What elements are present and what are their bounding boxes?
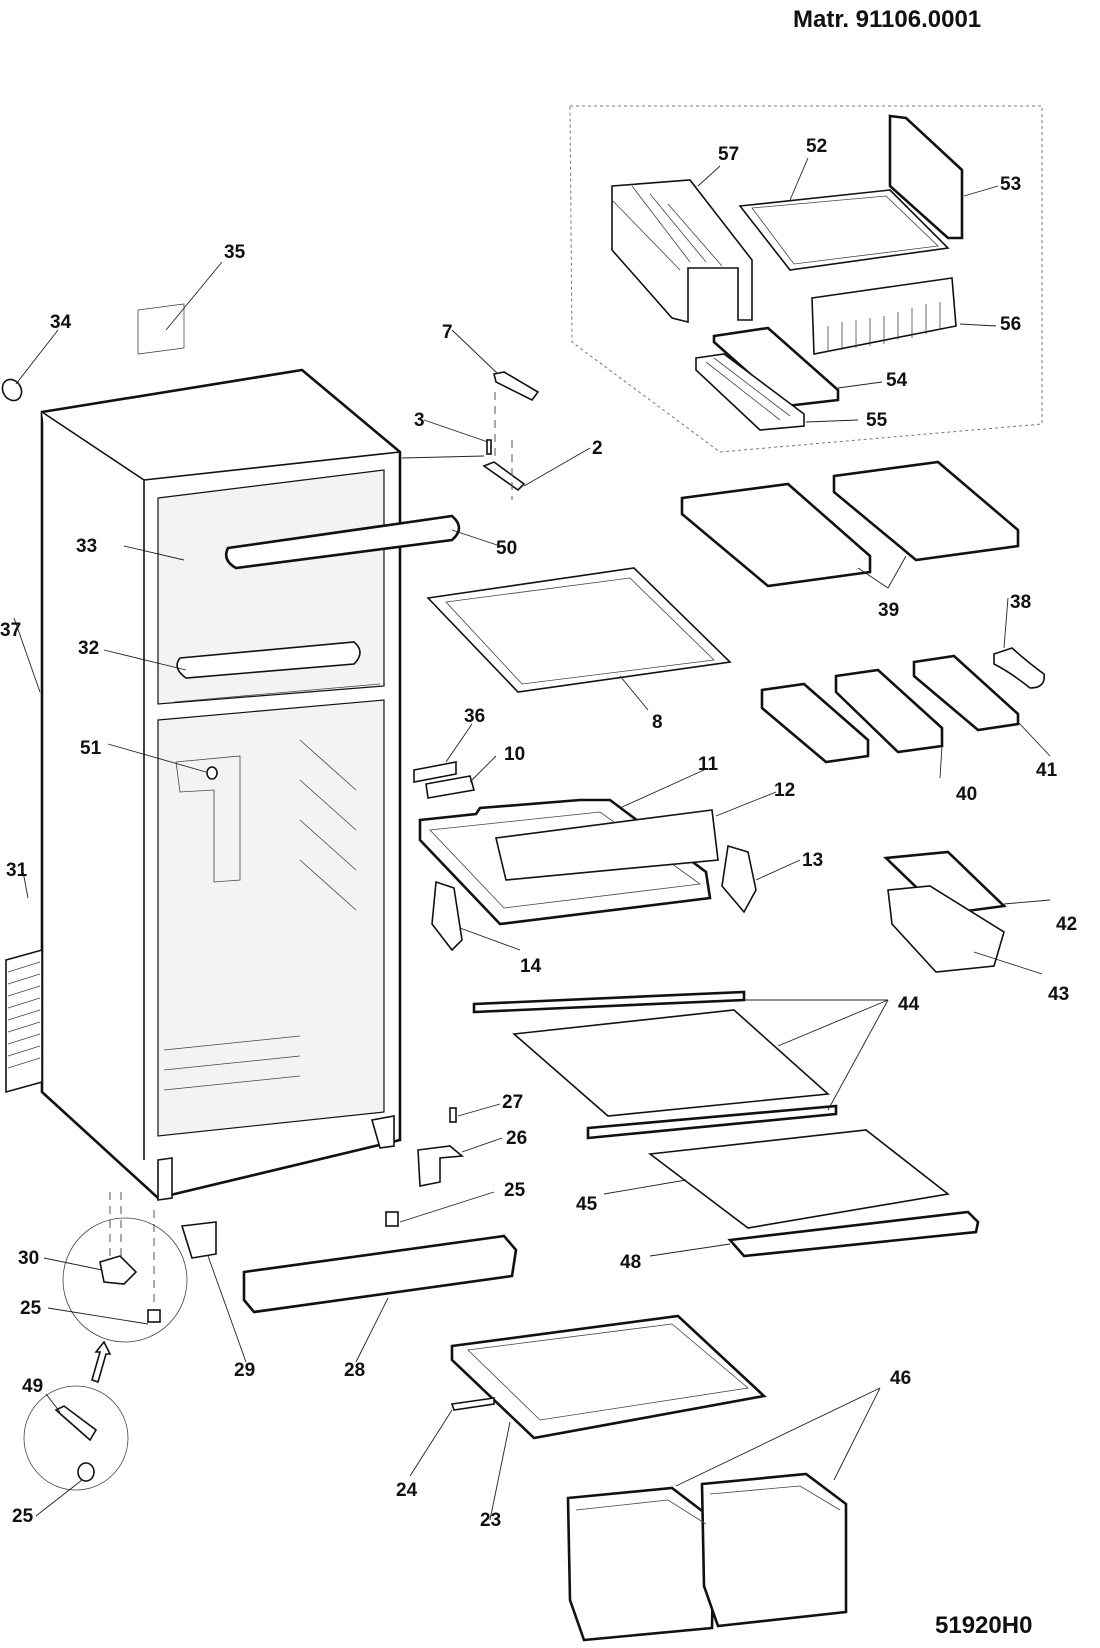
leader-lines bbox=[13, 157, 1051, 1521]
callout-57: 57 bbox=[718, 144, 739, 165]
part-52-freezer-shelf[interactable] bbox=[738, 189, 950, 271]
part-55-ice-tray[interactable] bbox=[695, 353, 805, 431]
part-56-evaporator-cover[interactable] bbox=[811, 277, 957, 355]
callout-36: 36 bbox=[464, 706, 485, 727]
callout-27: 27 bbox=[502, 1092, 523, 1113]
callout-45: 45 bbox=[576, 1194, 598, 1215]
part-13-right-support[interactable] bbox=[721, 844, 757, 914]
part-57-partition-set[interactable] bbox=[611, 179, 753, 324]
part-41-egg-tray[interactable] bbox=[912, 654, 1020, 732]
callout-31: 31 bbox=[6, 860, 28, 881]
callout-48: 48 bbox=[620, 1252, 641, 1273]
callout-30: 30 bbox=[18, 1248, 39, 1269]
callout-2: 2 bbox=[592, 438, 603, 459]
part-24-shelf-rail[interactable] bbox=[450, 1397, 495, 1411]
callout-39: 39 bbox=[878, 600, 899, 621]
part-14-left-support[interactable] bbox=[431, 880, 463, 952]
callout-34: 34 bbox=[50, 312, 72, 333]
part-7-hinge-cover[interactable] bbox=[493, 371, 540, 402]
part-29-hinge-bracket[interactable] bbox=[180, 1221, 217, 1259]
callout-53: 53 bbox=[1000, 174, 1021, 195]
callout-11: 11 bbox=[698, 754, 719, 775]
detail-circle-foot-plate bbox=[23, 1385, 129, 1491]
part-34-cap[interactable] bbox=[0, 376, 25, 404]
part-egg-tray-left[interactable] bbox=[760, 682, 870, 764]
callout-52: 52 bbox=[806, 136, 827, 157]
callout-42: 42 bbox=[1056, 914, 1077, 935]
callout-23: 23 bbox=[480, 1510, 501, 1531]
callout-8: 8 bbox=[652, 712, 663, 733]
part-23-crisper-cover-shelf[interactable] bbox=[450, 1314, 767, 1440]
callout-26: 26 bbox=[506, 1128, 527, 1149]
callout-44: 44 bbox=[898, 994, 920, 1015]
part-35-rating-label[interactable] bbox=[137, 303, 185, 355]
part-8-wire-shelf[interactable] bbox=[426, 567, 732, 693]
callout-33: 33 bbox=[76, 536, 97, 557]
part-36-hinge-plate[interactable] bbox=[413, 761, 457, 783]
callout-32: 32 bbox=[78, 638, 99, 659]
callout-54: 54 bbox=[886, 370, 908, 391]
callout-labels: 57 52 53 56 54 55 35 34 7 3 2 33 50 37 3… bbox=[0, 136, 1077, 1531]
callout-51: 51 bbox=[80, 738, 102, 759]
part-27-hinge-pin[interactable] bbox=[449, 1107, 457, 1123]
part-44-glass-shelf-assembly[interactable] bbox=[472, 990, 838, 1140]
callout-43: 43 bbox=[1048, 984, 1069, 1005]
part-32-freezer-grille[interactable] bbox=[176, 641, 361, 679]
callout-40: 40 bbox=[956, 784, 977, 805]
callout-7: 7 bbox=[442, 322, 453, 343]
detail-circle-foot bbox=[62, 1217, 188, 1343]
part-28-kickplate[interactable] bbox=[242, 1234, 518, 1314]
callout-55: 55 bbox=[866, 410, 888, 431]
callout-25-right: 25 bbox=[504, 1180, 526, 1201]
callout-3: 3 bbox=[414, 410, 425, 431]
material-number: Matr. 91106.0001 bbox=[793, 6, 982, 33]
freezer-accessories-group-boundary bbox=[569, 105, 1043, 453]
part-50-door-handle[interactable] bbox=[224, 514, 461, 570]
callout-50: 50 bbox=[496, 538, 517, 559]
callout-46: 46 bbox=[890, 1368, 911, 1389]
part-39-door-shelves[interactable] bbox=[680, 460, 1020, 588]
callout-41: 41 bbox=[1036, 760, 1058, 781]
callout-38: 38 bbox=[1010, 592, 1031, 613]
callout-37: 37 bbox=[0, 620, 21, 641]
callout-14: 14 bbox=[520, 956, 542, 977]
part-45-glass-shelf[interactable] bbox=[647, 1129, 950, 1229]
part-25-foot-lower[interactable] bbox=[77, 1462, 95, 1482]
callout-12: 12 bbox=[774, 780, 795, 801]
callout-10: 10 bbox=[504, 744, 525, 765]
part-38-egg-tray-small[interactable] bbox=[993, 647, 1046, 689]
callout-13: 13 bbox=[802, 850, 823, 871]
arrow-up-icon bbox=[91, 1340, 112, 1384]
callout-24: 24 bbox=[396, 1480, 418, 1501]
callout-29: 29 bbox=[234, 1360, 255, 1381]
part-2-upper-hinge[interactable] bbox=[482, 392, 526, 500]
part-12-crisper-front[interactable] bbox=[495, 809, 719, 881]
callout-25-detail: 25 bbox=[20, 1298, 42, 1319]
callout-25-lower: 25 bbox=[12, 1506, 34, 1527]
callout-56: 56 bbox=[1000, 314, 1021, 335]
part-30-foot-bracket[interactable] bbox=[99, 1255, 138, 1285]
part-49-foot-plate[interactable] bbox=[54, 1405, 98, 1442]
part-25-foot-right[interactable] bbox=[385, 1211, 399, 1227]
part-48-shelf-trim[interactable] bbox=[727, 1210, 980, 1258]
part-54-ice-tray-cover[interactable] bbox=[712, 326, 840, 408]
part-26-lower-hinge[interactable] bbox=[417, 1145, 464, 1187]
part-3-screw[interactable] bbox=[486, 439, 492, 455]
callout-28: 28 bbox=[344, 1360, 365, 1381]
part-46-crisper-drawers[interactable] bbox=[566, 1472, 848, 1642]
part-10-middle-hinge[interactable] bbox=[425, 775, 476, 799]
part-25-foot-detail[interactable] bbox=[147, 1309, 161, 1323]
callout-49: 49 bbox=[22, 1376, 43, 1397]
part-51-thermostat-knob[interactable] bbox=[206, 766, 218, 780]
callout-35: 35 bbox=[224, 242, 246, 263]
part-37-cabinet[interactable] bbox=[40, 368, 402, 1201]
part-53-divider-panel[interactable] bbox=[888, 114, 964, 240]
part-31-condenser[interactable] bbox=[5, 948, 43, 1094]
part-43-box[interactable] bbox=[887, 885, 1005, 973]
drawing-code: 51920H0 bbox=[935, 1612, 1033, 1639]
